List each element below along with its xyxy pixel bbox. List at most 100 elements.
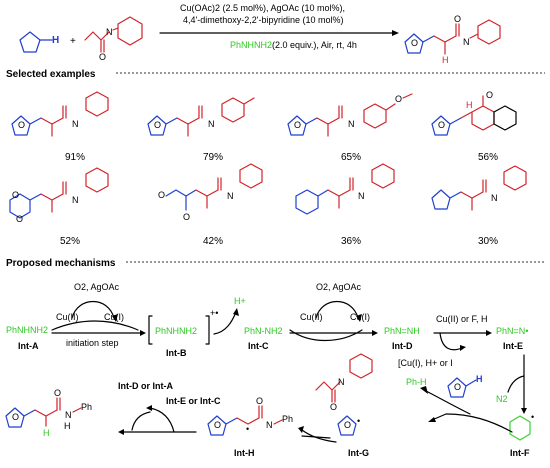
- arrow-head: [420, 386, 428, 394]
- atom-h: H: [466, 100, 473, 110]
- conditions-line-1: Cu(OAc)2 (2.5 mol%), AgOAc (10 mol%),: [180, 3, 345, 13]
- arrow-head: [298, 426, 304, 433]
- plus-sign: +: [70, 36, 76, 47]
- n2-label: N2: [496, 394, 508, 404]
- atom-o: O: [158, 190, 165, 200]
- yield-label: 56%: [478, 152, 498, 163]
- int-c-label: Int-C: [248, 341, 269, 351]
- arrow-head: [233, 308, 239, 316]
- cu2-or-f-label: Cu(II) or F, H: [436, 314, 488, 324]
- example-compound-4: O H O: [431, 90, 517, 136]
- arrow-head: [146, 405, 152, 411]
- int-b-species: PhNHNH2: [155, 326, 197, 336]
- atom-o: O: [54, 388, 61, 398]
- arrow-head: [356, 314, 362, 322]
- side-product-curve: [439, 332, 463, 351]
- reactant-acrylamide: O N: [84, 16, 143, 62]
- atom-o: O: [454, 14, 461, 24]
- thf-radical-ring: [337, 415, 357, 436]
- reactant-thf: O H: [19, 31, 59, 53]
- example-compound-8: N: [431, 165, 527, 211]
- phnhnh2-label: PhNHNH2: [6, 325, 48, 335]
- radical-cation-charge: +•: [210, 308, 218, 318]
- initiation-curve: [51, 320, 139, 331]
- atom-o: O: [395, 94, 402, 104]
- ph-h-label: Ph-H: [406, 377, 427, 387]
- reagent-phenylhydrazine: PhNHNH2: [230, 40, 272, 50]
- atom-o: O: [99, 52, 106, 62]
- atom-o: O: [12, 412, 19, 422]
- example-compound-6: O O N: [158, 163, 263, 222]
- reactive-h-label: H: [476, 374, 483, 384]
- arrow-head: [112, 314, 118, 322]
- arrow-head: [372, 330, 378, 336]
- yield-label: 42%: [203, 236, 223, 247]
- atom-o: O: [454, 382, 461, 392]
- atom-n: N: [106, 27, 113, 37]
- conditions-line-2: 4,4'-dimethoxy-2,2'-bipyridine (10 mol%): [183, 15, 344, 25]
- atom-n: N: [208, 119, 215, 129]
- cu1-label: Cu(I): [350, 312, 370, 322]
- hat-curve-2: [131, 411, 151, 431]
- reactive-h-label: H: [52, 35, 59, 46]
- int-c-species: PhN-NH2: [244, 326, 283, 336]
- yield-label: 52%: [60, 236, 80, 247]
- int-g-label: Int-G: [348, 448, 369, 458]
- section-title-examples: Selected examples: [6, 69, 96, 80]
- initiation-step-label: initiation step: [66, 338, 119, 348]
- arrow-head: [140, 330, 146, 336]
- cu2-label: Cu(II): [56, 312, 79, 322]
- atom-h: H: [43, 428, 50, 438]
- atom-o: O: [294, 120, 301, 130]
- atom-n: N: [338, 377, 345, 387]
- proton-label: H+: [234, 296, 246, 306]
- atom-o: O: [18, 120, 25, 130]
- atom-n: N: [348, 119, 355, 129]
- example-compound-2: O N: [147, 97, 255, 137]
- cu-cycle-arc: [71, 301, 115, 319]
- atom-o: O: [411, 38, 418, 48]
- cu2-label: Cu(II): [300, 312, 323, 322]
- yield-label: 36%: [341, 236, 361, 247]
- section-title-mechanism: Proposed mechanisms: [6, 258, 116, 269]
- atom-o: O: [183, 212, 190, 222]
- atom-o: O: [16, 214, 23, 224]
- atom-o: O: [330, 402, 337, 412]
- intd-or-inta-label: Int-D or Int-A: [118, 381, 173, 391]
- conditions-line-3: (2.0 equiv.), Air, rt, 4h: [272, 40, 357, 50]
- arrow-head: [118, 429, 124, 435]
- cu1-h-i-label: [Cu(I), H+ or I: [398, 358, 453, 368]
- phenyl-label: Ph: [282, 414, 293, 424]
- example-compound-5: O O N: [9, 167, 109, 224]
- atom-o: O: [12, 190, 19, 200]
- reaction-arrow-head: [392, 30, 399, 36]
- atom-o: O: [438, 120, 445, 130]
- atom-o: O: [154, 120, 161, 130]
- cu-cycle-arc: [315, 301, 359, 319]
- c-h-bond: [465, 379, 477, 387]
- atom-n: N: [227, 191, 234, 201]
- yield-label: 65%: [341, 152, 361, 163]
- o2-agoac-label: O2, AgOAc: [316, 282, 362, 292]
- int-e-label: Int-E: [503, 341, 523, 351]
- phenyl-radical-ring: [509, 415, 531, 441]
- atom-o: O: [256, 396, 263, 406]
- yield-label: 30%: [478, 236, 498, 247]
- int-d-label: Int-D: [392, 341, 413, 351]
- product-h: H: [442, 55, 449, 65]
- atom-n: N: [491, 193, 498, 203]
- int-b-label: Int-B: [166, 348, 187, 358]
- yield-label: 91%: [65, 152, 85, 163]
- bracket-left: [148, 315, 153, 345]
- atom-n: N: [463, 37, 470, 47]
- atom-n: N: [65, 410, 72, 420]
- atom-n: N: [72, 195, 79, 205]
- int-a-label: Int-A: [18, 341, 39, 351]
- arrow-head: [460, 345, 466, 351]
- int-h-structure: O • O N Ph: [207, 396, 293, 436]
- thf-ring: [447, 377, 467, 398]
- n2-loss-curve: [507, 375, 525, 393]
- arrow-head: [486, 330, 492, 336]
- atom-o: O: [486, 90, 493, 100]
